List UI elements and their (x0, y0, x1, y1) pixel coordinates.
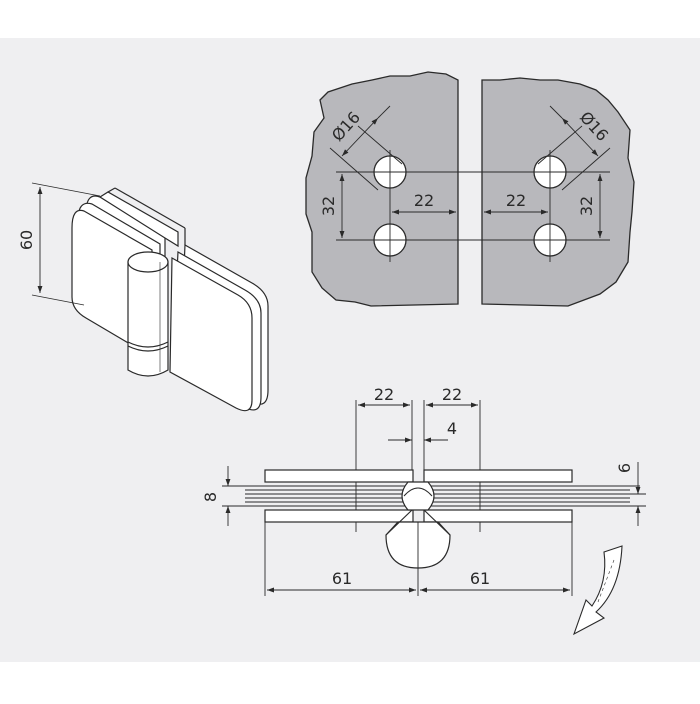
section-top-plate-left (264, 469, 414, 483)
dim-right-22-label: 22 (506, 191, 526, 210)
section-bottom-plate-left (264, 509, 414, 523)
dim-top-22-right-label: 22 (442, 385, 462, 404)
dim-8-label: 8 (201, 492, 220, 502)
dim-top-22-left-label: 22 (374, 385, 394, 404)
section-bottom-plate-right (423, 509, 573, 523)
hinge-front-plate (169, 256, 253, 412)
hinge-cylinder-top (127, 251, 169, 273)
dim-right-dia-line (561, 117, 599, 157)
perspective-view (31, 182, 269, 412)
dim-61-left-label: 61 (332, 569, 352, 588)
dim-left-dia-line (341, 117, 379, 157)
dim-gap-label: 4 (447, 419, 457, 438)
top-view (222, 400, 646, 636)
glass-cutout-view: Ø16 Ø16 32 32 22 22 (305, 71, 635, 307)
dim-right-32-label: 32 (577, 196, 596, 216)
section-top-plate-right (423, 469, 573, 483)
rotation-arrow-icon (573, 545, 623, 636)
dim-6-label: 6 (615, 463, 634, 473)
dim-60-label: 60 (17, 230, 36, 250)
glass-left (305, 71, 459, 307)
hinge-cylinder (127, 261, 169, 377)
dim-left-22-label: 22 (414, 191, 434, 210)
section-knuckle (401, 481, 435, 511)
dim-61-right-label: 61 (470, 569, 490, 588)
hinge-top-tab (98, 191, 179, 248)
section-glass (235, 485, 640, 507)
dim-left-32-label: 32 (319, 196, 338, 216)
glass-right (481, 77, 635, 307)
